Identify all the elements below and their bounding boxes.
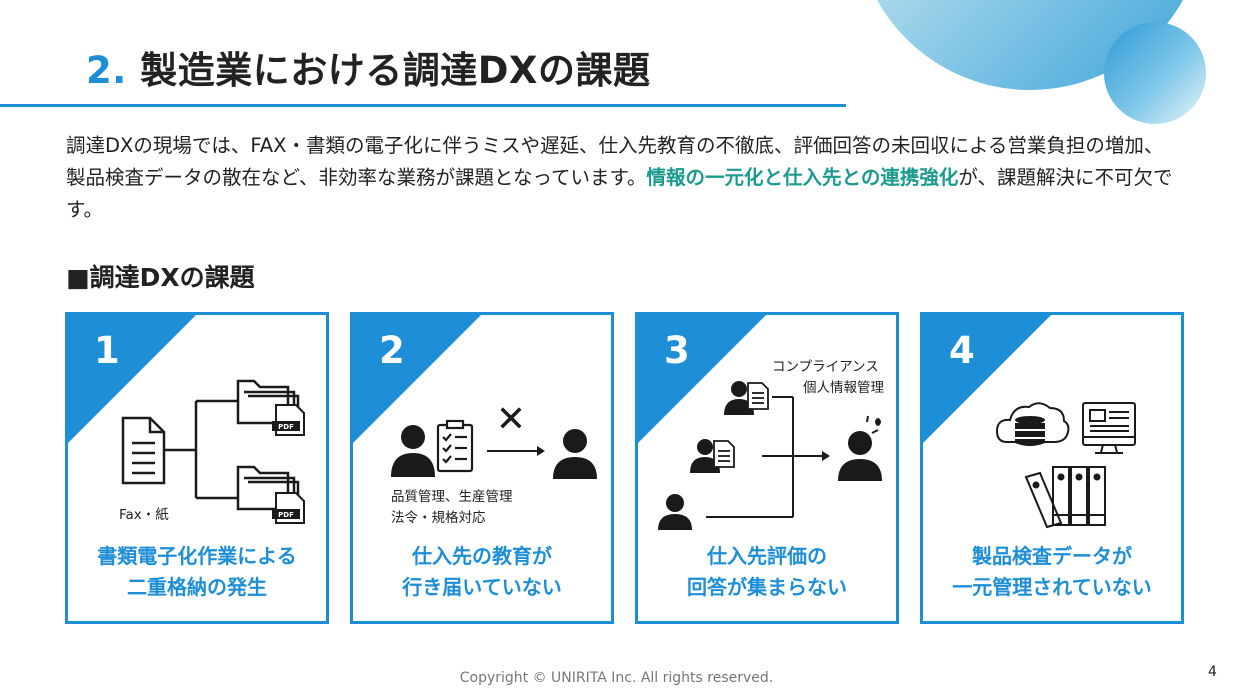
issue-card-4: 4 製品検査データが一元管理されていない bbox=[920, 312, 1184, 624]
document-icon bbox=[121, 416, 166, 485]
person-icon bbox=[658, 494, 692, 530]
issue-card-1: 1 PDF bbox=[65, 312, 329, 624]
card-number: 4 bbox=[949, 329, 975, 372]
arrow-head-icon bbox=[822, 451, 830, 461]
caption-line: 二重格納の発生 bbox=[127, 575, 267, 599]
intro-text: 調達DXの現場では、FAX・書類の電子化に伴うミスや遅延、仕入先教育の不徹底、評… bbox=[66, 134, 1164, 189]
title-text: 製造業における調達DXの課題 bbox=[140, 49, 651, 92]
card-number: 1 bbox=[94, 329, 120, 372]
pdf-badge: PDF bbox=[278, 423, 294, 431]
caption-line: 一元管理されていない bbox=[952, 575, 1152, 599]
card-caption: 仕入先評価の回答が集まらない bbox=[638, 541, 896, 603]
caption-line: 行き届いていない bbox=[402, 575, 562, 599]
page-number: 4 bbox=[1208, 664, 1217, 680]
pdf-file-icon: PDF bbox=[272, 492, 305, 524]
evaluation-topic-label: コンプライアンス bbox=[772, 359, 879, 375]
arrow-icon bbox=[487, 446, 545, 456]
education-topic-label: 品質管理、生産管理 bbox=[391, 489, 513, 505]
copyright: Copyright © UNIRITA Inc. All rights rese… bbox=[459, 670, 774, 686]
troubled-person-icon bbox=[838, 415, 882, 481]
cloud-database-icon bbox=[995, 402, 1070, 446]
card-caption: 書類電子化作業による二重格納の発生 bbox=[68, 541, 326, 603]
caption-line: 製品検査データが bbox=[972, 544, 1132, 568]
card-number: 3 bbox=[664, 329, 690, 372]
card-illustration bbox=[995, 402, 1136, 529]
issue-card-2: 2 ✕ 品質管理、生産管理 法令・規格対応 仕入先の教育が行き届いていない bbox=[350, 312, 614, 624]
title-number: 2. bbox=[86, 49, 127, 92]
card-corner bbox=[638, 315, 766, 443]
card-caption: 製品検査データが一元管理されていない bbox=[923, 541, 1181, 603]
card-caption: 仕入先の教育が行き届いていない bbox=[353, 541, 611, 603]
fax-paper-label: Fax・紙 bbox=[119, 507, 169, 523]
binders-icon bbox=[1024, 466, 1106, 529]
card-corner bbox=[68, 315, 196, 443]
intro-text-end: が、課題解決に不可欠です。 bbox=[66, 166, 1173, 221]
monitor-icon bbox=[1082, 402, 1136, 454]
connector-lines bbox=[164, 399, 238, 500]
intro-highlight: 情報の一元化と仕入先との連携強化 bbox=[646, 166, 959, 189]
card-illustration: ✕ bbox=[391, 399, 597, 479]
caption-line: 書類電子化作業による bbox=[97, 544, 297, 568]
checklist-icon bbox=[436, 419, 474, 473]
person-with-document-icon bbox=[690, 439, 735, 473]
person-icon bbox=[391, 425, 435, 477]
issue-card-3: 3 コンプライアンス 個人情報管理 仕入先評価の回答が集まらない bbox=[635, 312, 899, 624]
caption-line: 回答が集まらない bbox=[687, 575, 847, 599]
pdf-badge: PDF bbox=[278, 511, 294, 519]
evaluation-topic-label: 個人情報管理 bbox=[803, 380, 884, 396]
person-with-document-icon bbox=[724, 381, 769, 415]
card-illustration bbox=[658, 381, 882, 530]
person-icon bbox=[553, 429, 597, 479]
card-number: 2 bbox=[379, 329, 405, 372]
caption-line: 仕入先の教育が bbox=[412, 544, 552, 568]
card-illustration: PDF PDF bbox=[121, 379, 305, 524]
decorative-circle-small bbox=[1104, 22, 1206, 124]
title-underline bbox=[0, 104, 846, 107]
connector-lines bbox=[706, 396, 822, 518]
education-topic-label: 法令・規格対応 bbox=[391, 510, 486, 526]
intro-paragraph: 調達DXの現場では、FAX・書類の電子化に伴うミスや遅延、仕入先教育の不徹底、評… bbox=[66, 130, 1176, 226]
cross-icon: ✕ bbox=[496, 399, 526, 440]
caption-line: 仕入先評価の bbox=[707, 544, 827, 568]
section-title: ■調達DXの課題 bbox=[66, 263, 255, 292]
pdf-file-icon: PDF bbox=[272, 404, 305, 436]
page-title: 2. 製造業における調達DXの課題 bbox=[86, 40, 650, 94]
